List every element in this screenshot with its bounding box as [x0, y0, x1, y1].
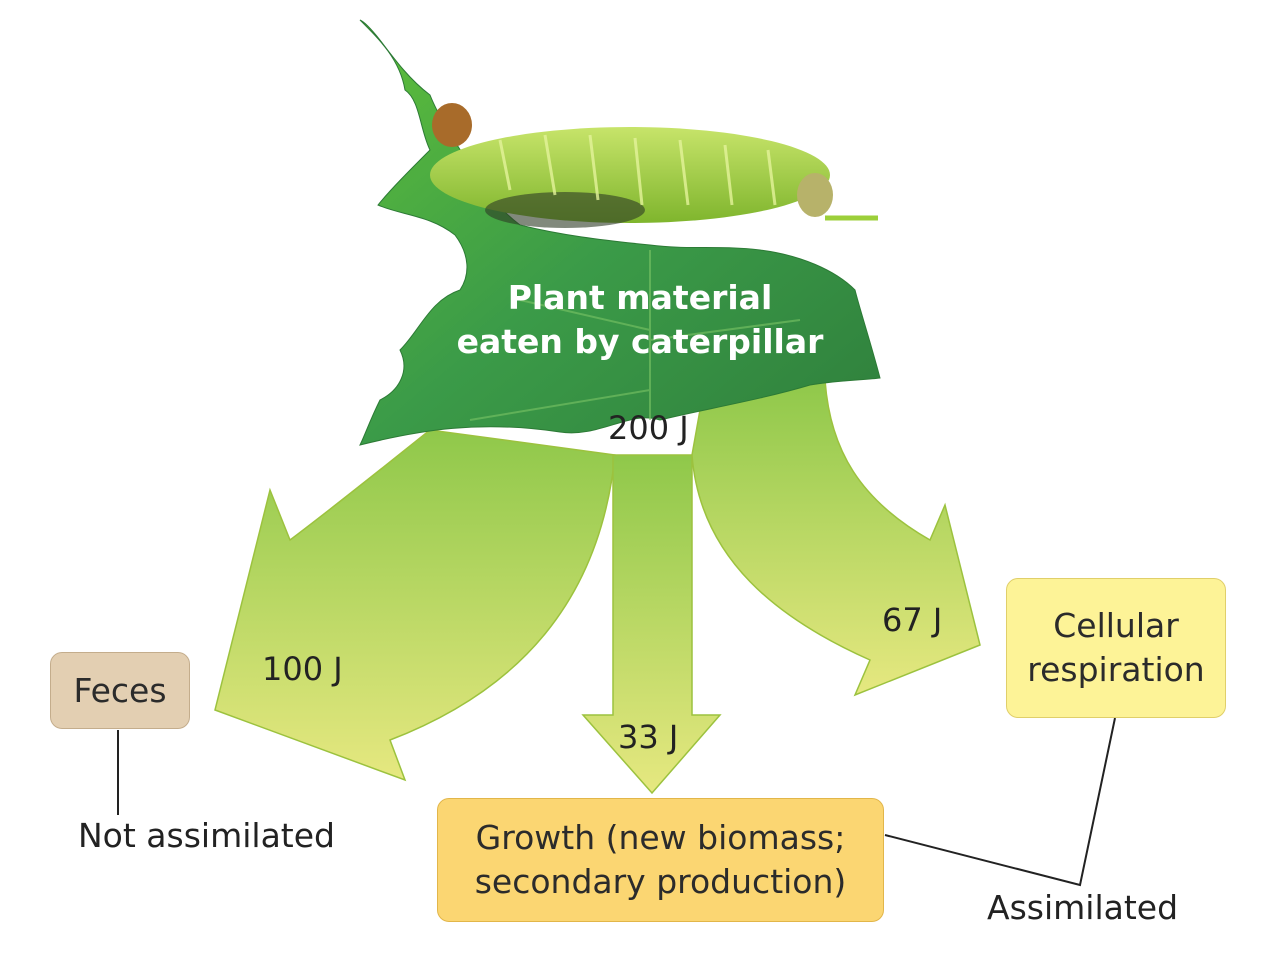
respiration-energy-label: 67 J	[882, 601, 943, 639]
feces-energy-label: 100 J	[262, 650, 343, 688]
feces-box: Feces	[50, 652, 190, 729]
growth-box: Growth (new biomass; secondary productio…	[437, 798, 884, 922]
respiration-box-line1: Cellular	[1053, 606, 1179, 645]
not-assimilated-label: Not assimilated	[78, 816, 335, 855]
feces-box-label: Feces	[73, 671, 167, 710]
leaf-vein	[469, 250, 801, 421]
source-energy-label: 200 J	[608, 409, 689, 447]
respiration-box: Cellular respiration	[1006, 578, 1226, 718]
arrow-growth	[581, 454, 722, 795]
arrow-respiration	[691, 379, 981, 697]
growth-box-line1: Growth (new biomass;	[475, 818, 846, 857]
growth-energy-label: 33 J	[618, 718, 679, 756]
growth-box-line2: secondary production)	[474, 862, 847, 901]
leaf	[359, 19, 881, 446]
caterpillar	[430, 103, 878, 228]
source-title-line1: Plant material	[507, 278, 773, 317]
assimilated-label: Assimilated	[987, 888, 1179, 927]
source-title-line2: eaten by caterpillar	[456, 322, 824, 361]
assimilated-connector-line	[884, 717, 1116, 887]
respiration-box-line2: respiration	[1027, 650, 1205, 689]
arrow-feces	[214, 429, 616, 782]
